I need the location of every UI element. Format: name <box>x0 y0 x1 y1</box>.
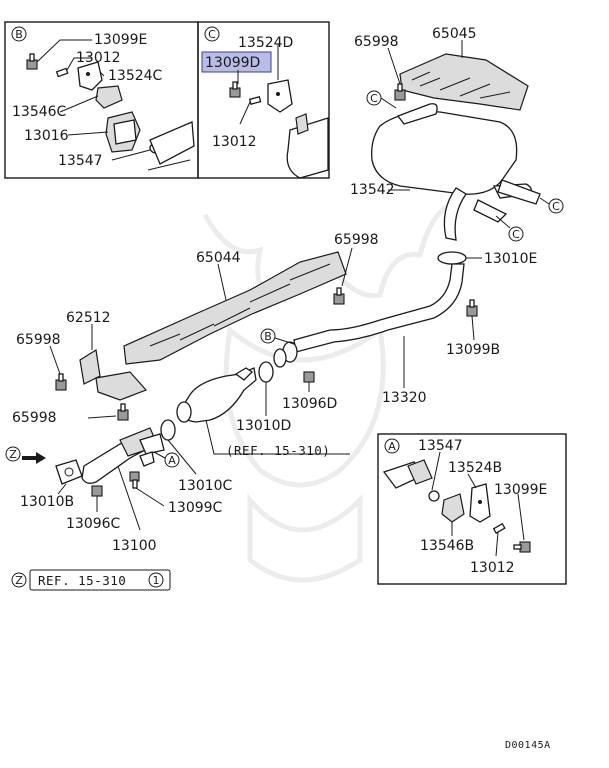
bracket-13524d-icon <box>267 79 293 113</box>
marker-c-2 <box>548 198 564 214</box>
label-13099e-b: 13099E <box>94 32 147 48</box>
pin-13012-icon <box>55 67 69 78</box>
marker-c-3 <box>508 226 524 242</box>
bolt-13099e-icon <box>26 53 38 70</box>
box-a-tag: A <box>388 440 396 453</box>
label-65998-left2: 65998 <box>12 410 57 426</box>
label-13016-b: 13016 <box>24 128 69 144</box>
bracket-13524c-icon <box>77 61 103 91</box>
marker-c-box <box>204 26 220 42</box>
label-13524b-a: 13524B <box>448 460 502 476</box>
label-13320: 13320 <box>382 390 427 406</box>
marker-a-1-text: A <box>168 454 176 467</box>
label-13010c: 13010C <box>178 478 233 494</box>
bracket-13546b-icon <box>441 493 465 523</box>
nut-13096c-icon <box>91 485 103 497</box>
label-13012-b: 13012 <box>76 50 121 66</box>
detail-box-b: B 13099E 13012 13524C 13546C 13016 <box>4 21 199 179</box>
gasket-13010c-icon <box>160 419 176 441</box>
arrow-icon <box>22 452 46 464</box>
muffler-13542 <box>371 103 541 241</box>
bolt-13099d-icon <box>229 81 241 98</box>
heat-shield-65044 <box>123 251 347 365</box>
label-ref-z-num: 1 <box>153 574 160 587</box>
label-13096c: 13096C <box>66 516 121 532</box>
detail-box-c: C 13524D 13099D 13012 <box>197 21 330 179</box>
gasket-13010d-icon <box>258 361 274 383</box>
label-65044: 65044 <box>196 250 241 266</box>
heat-shield-62512 <box>79 349 148 401</box>
ref-circle-1 <box>148 572 164 588</box>
label-13010b: 13010B <box>20 494 74 510</box>
label-13547-a: 13547 <box>418 438 463 454</box>
bolt-65998-left1-icon <box>55 373 67 391</box>
flange-13010b-icon <box>55 459 83 485</box>
label-13100: 13100 <box>112 538 157 554</box>
marker-a-box <box>384 438 400 454</box>
marker-b-1 <box>260 328 276 344</box>
catalytic-converter <box>176 367 257 423</box>
marker-z-1-text: Z <box>9 448 17 461</box>
marker-z-1 <box>5 446 21 462</box>
gasket-13010e-icon <box>437 251 467 265</box>
bolt-65998-mid-icon <box>333 287 345 305</box>
label-65045: 65045 <box>432 26 477 42</box>
front-pipe-13100 <box>81 427 165 484</box>
label-13010d: 13010D <box>236 418 291 434</box>
label-13096d: 13096D <box>282 396 337 412</box>
label-65998-top: 65998 <box>354 34 399 50</box>
label-62512: 62512 <box>66 310 111 326</box>
label-13546b-a: 13546B <box>420 538 474 554</box>
diagram-code: D00145A <box>505 740 551 751</box>
detail-box-a: A 13547 13524B 13099E 13546B 13012 <box>377 433 567 585</box>
marker-c-3-text: C <box>512 228 520 241</box>
pin-13012-c-icon <box>248 95 262 105</box>
marker-z-2 <box>11 572 27 588</box>
bolt-13099c-icon <box>129 471 140 489</box>
marker-a-1 <box>164 452 180 468</box>
label-13099c: 13099C <box>168 500 223 516</box>
label-13012-c: 13012 <box>212 134 257 150</box>
marker-b-1-text: B <box>264 330 272 343</box>
label-13524c-b: 13524C <box>108 68 163 84</box>
label-13546c-b: 13546C <box>12 104 67 120</box>
pipe-fragment-icon <box>149 121 195 165</box>
ref-box <box>29 569 171 591</box>
label-ref-z: REF. 15-310 <box>38 573 126 588</box>
label-13524d-c: 13524D <box>238 35 293 51</box>
bolt-65998-left2-icon <box>117 403 129 421</box>
label-13010e: 13010E <box>484 251 537 267</box>
nut-13096d-icon <box>303 371 315 383</box>
bracket-13546c-icon <box>95 85 123 109</box>
bolt-13099e-a-icon <box>513 541 531 553</box>
label-13099b: 13099B <box>446 342 500 358</box>
marker-c-2-text: C <box>552 200 560 213</box>
box-b-tag: B <box>15 28 23 41</box>
label-13012-a: 13012 <box>470 560 515 576</box>
label-13547-b: 13547 <box>58 153 103 169</box>
label-13542: 13542 <box>350 182 395 198</box>
pin-13012-a-icon <box>492 522 506 534</box>
marker-c-1-text: C <box>370 92 378 105</box>
label-13099e-a: 13099E <box>494 482 547 498</box>
heat-shield-65045 <box>399 53 529 111</box>
box-c-tag: C <box>208 28 216 41</box>
bolt-13099b-icon <box>466 299 478 317</box>
label-13099d-c: 13099D <box>205 55 260 71</box>
label-65998-mid: 65998 <box>334 232 379 248</box>
highlight-13099d <box>201 51 272 73</box>
marker-z-2-text: Z <box>15 574 23 587</box>
label-65998-left1: 65998 <box>16 332 61 348</box>
label-ref-15-310: (REF. 15-310) <box>226 443 330 458</box>
marker-b-box <box>11 26 27 42</box>
ring-13547-a-icon <box>428 490 440 502</box>
